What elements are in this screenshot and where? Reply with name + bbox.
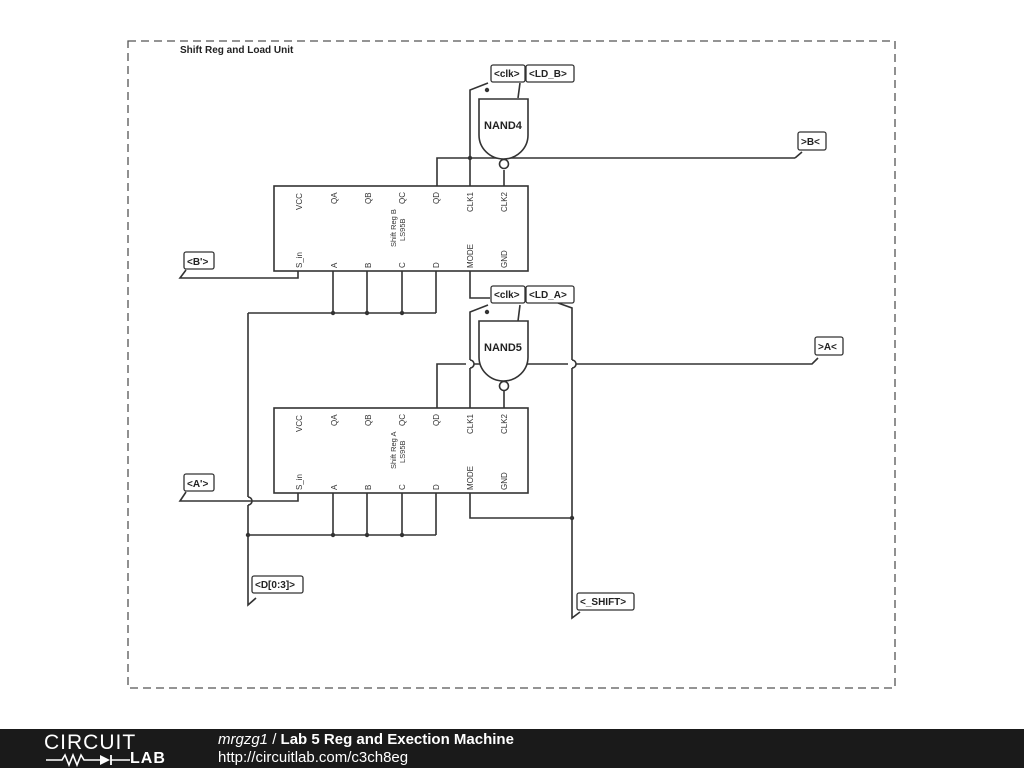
net-label-clk-a[interactable]: <clk> (490, 285, 526, 304)
pin-label: MODE (466, 244, 475, 268)
circuitlab-logo[interactable]: CIRCUIT LAB (44, 731, 184, 767)
shift-reg-a-bottom-pins: S_in A B C D MODE GND (295, 466, 509, 490)
pin-label: VCC (295, 415, 304, 432)
shift-reg-a[interactable]: VCC QA QB QC QD CLK1 CLK2 S_in A B C D M… (273, 407, 529, 494)
pin-label: CLK2 (500, 413, 509, 434)
pin-label: CLK1 (466, 413, 475, 434)
wires (178, 82, 819, 620)
net-label-data-bus[interactable]: <D[0:3]> (251, 575, 304, 594)
net-label-ld-b[interactable]: <LD_B> (525, 64, 575, 83)
net-label-a-out-text: >A< (818, 342, 837, 353)
shift-reg-b-top-pins: VCC QA QB QC QD CLK1 CLK2 (295, 191, 509, 212)
pin-label: C (398, 484, 407, 490)
project-url[interactable]: http://circuitlab.com/c3ch8eg (218, 749, 409, 766)
net-label-b-out[interactable]: >B< (797, 131, 827, 151)
schematic-canvas: Shift Reg and Load Unit (127, 40, 896, 689)
pin-label: S_in (295, 252, 304, 268)
pin-label: B (364, 485, 373, 490)
pin-label: QB (364, 192, 373, 204)
resistor-diode-icon (46, 753, 130, 767)
net-label-shift-text: <_SHIFT> (580, 597, 626, 608)
project-title-line: mrgzg1 / Lab 5 Reg and Exection Machine (218, 731, 514, 748)
logo-text-top: CIRCUIT (44, 731, 137, 754)
net-label-a-out[interactable]: >A< (814, 336, 844, 356)
pin-label: QA (330, 192, 339, 204)
net-label-clk-a-text: <clk> (494, 290, 520, 301)
unit-boundary (127, 40, 896, 689)
title-separator: / (268, 731, 281, 748)
net-label-clk-b[interactable]: <clk> (490, 64, 526, 83)
net-label-a-in[interactable]: <A'> (183, 473, 215, 492)
pin-label: VCC (295, 193, 304, 210)
pin-label: S_in (295, 474, 304, 490)
net-label-ld-a[interactable]: <LD_A> (525, 285, 575, 304)
pin-label: QB (364, 414, 373, 426)
pin-label: QC (398, 192, 407, 204)
shift-reg-b-part: LS95B (398, 218, 407, 241)
junctions (245, 87, 575, 538)
pin-label: MODE (466, 466, 475, 490)
pin-label: GND (500, 250, 509, 268)
net-label-b-in[interactable]: <B'> (183, 251, 215, 270)
net-label-b-in-text: <B'> (187, 257, 208, 268)
nand5-label: NAND5 (484, 342, 522, 354)
pin-label: QA (330, 414, 339, 426)
shift-reg-b-bottom-pins: S_in A B C D MODE GND (295, 244, 509, 268)
net-label-ld-b-text: <LD_B> (529, 69, 567, 80)
net-label-clk-b-text: <clk> (494, 69, 520, 80)
net-label-shift[interactable]: <_SHIFT> (576, 592, 635, 611)
pin-label: D (432, 262, 441, 268)
unit-title: Shift Reg and Load Unit (180, 45, 294, 56)
net-label-ld-a-text: <LD_A> (529, 290, 567, 301)
pin-label: D (432, 484, 441, 490)
pin-label: QD (432, 192, 441, 204)
pin-label: C (398, 262, 407, 268)
project-title[interactable]: Lab 5 Reg and Exection Machine (280, 731, 514, 748)
nand5-gate[interactable]: NAND5 (478, 320, 529, 392)
shift-reg-b-name: Shift Reg B (389, 209, 398, 247)
pin-label: QC (398, 414, 407, 426)
nand4-gate[interactable]: NAND4 (478, 98, 529, 170)
shift-reg-b[interactable]: VCC QA QB QC QD CLK1 CLK2 S_in A B C D M… (273, 185, 529, 272)
shift-reg-a-part: LS95B (398, 440, 407, 463)
pin-label: CLK1 (466, 191, 475, 212)
pin-label: GND (500, 472, 509, 490)
pin-label: B (364, 263, 373, 268)
shift-reg-a-name: Shift Reg A (389, 431, 398, 469)
pin-label: CLK2 (500, 191, 509, 212)
logo-text-bottom: LAB (130, 750, 166, 767)
shift-reg-a-top-pins: VCC QA QB QC QD CLK1 CLK2 (295, 413, 509, 434)
net-label-a-in-text: <A'> (187, 479, 208, 490)
footer-bar: CIRCUIT LAB mrgzg1 / Lab 5 Reg and Exect… (0, 729, 1024, 768)
net-label-b-out-text: >B< (801, 137, 820, 148)
pin-label: QD (432, 414, 441, 426)
net-label-data-bus-text: <D[0:3]> (255, 580, 295, 591)
author-name[interactable]: mrgzg1 (218, 731, 269, 748)
pin-label: A (330, 484, 339, 490)
pin-label: A (330, 262, 339, 268)
nand4-label: NAND4 (484, 120, 523, 132)
